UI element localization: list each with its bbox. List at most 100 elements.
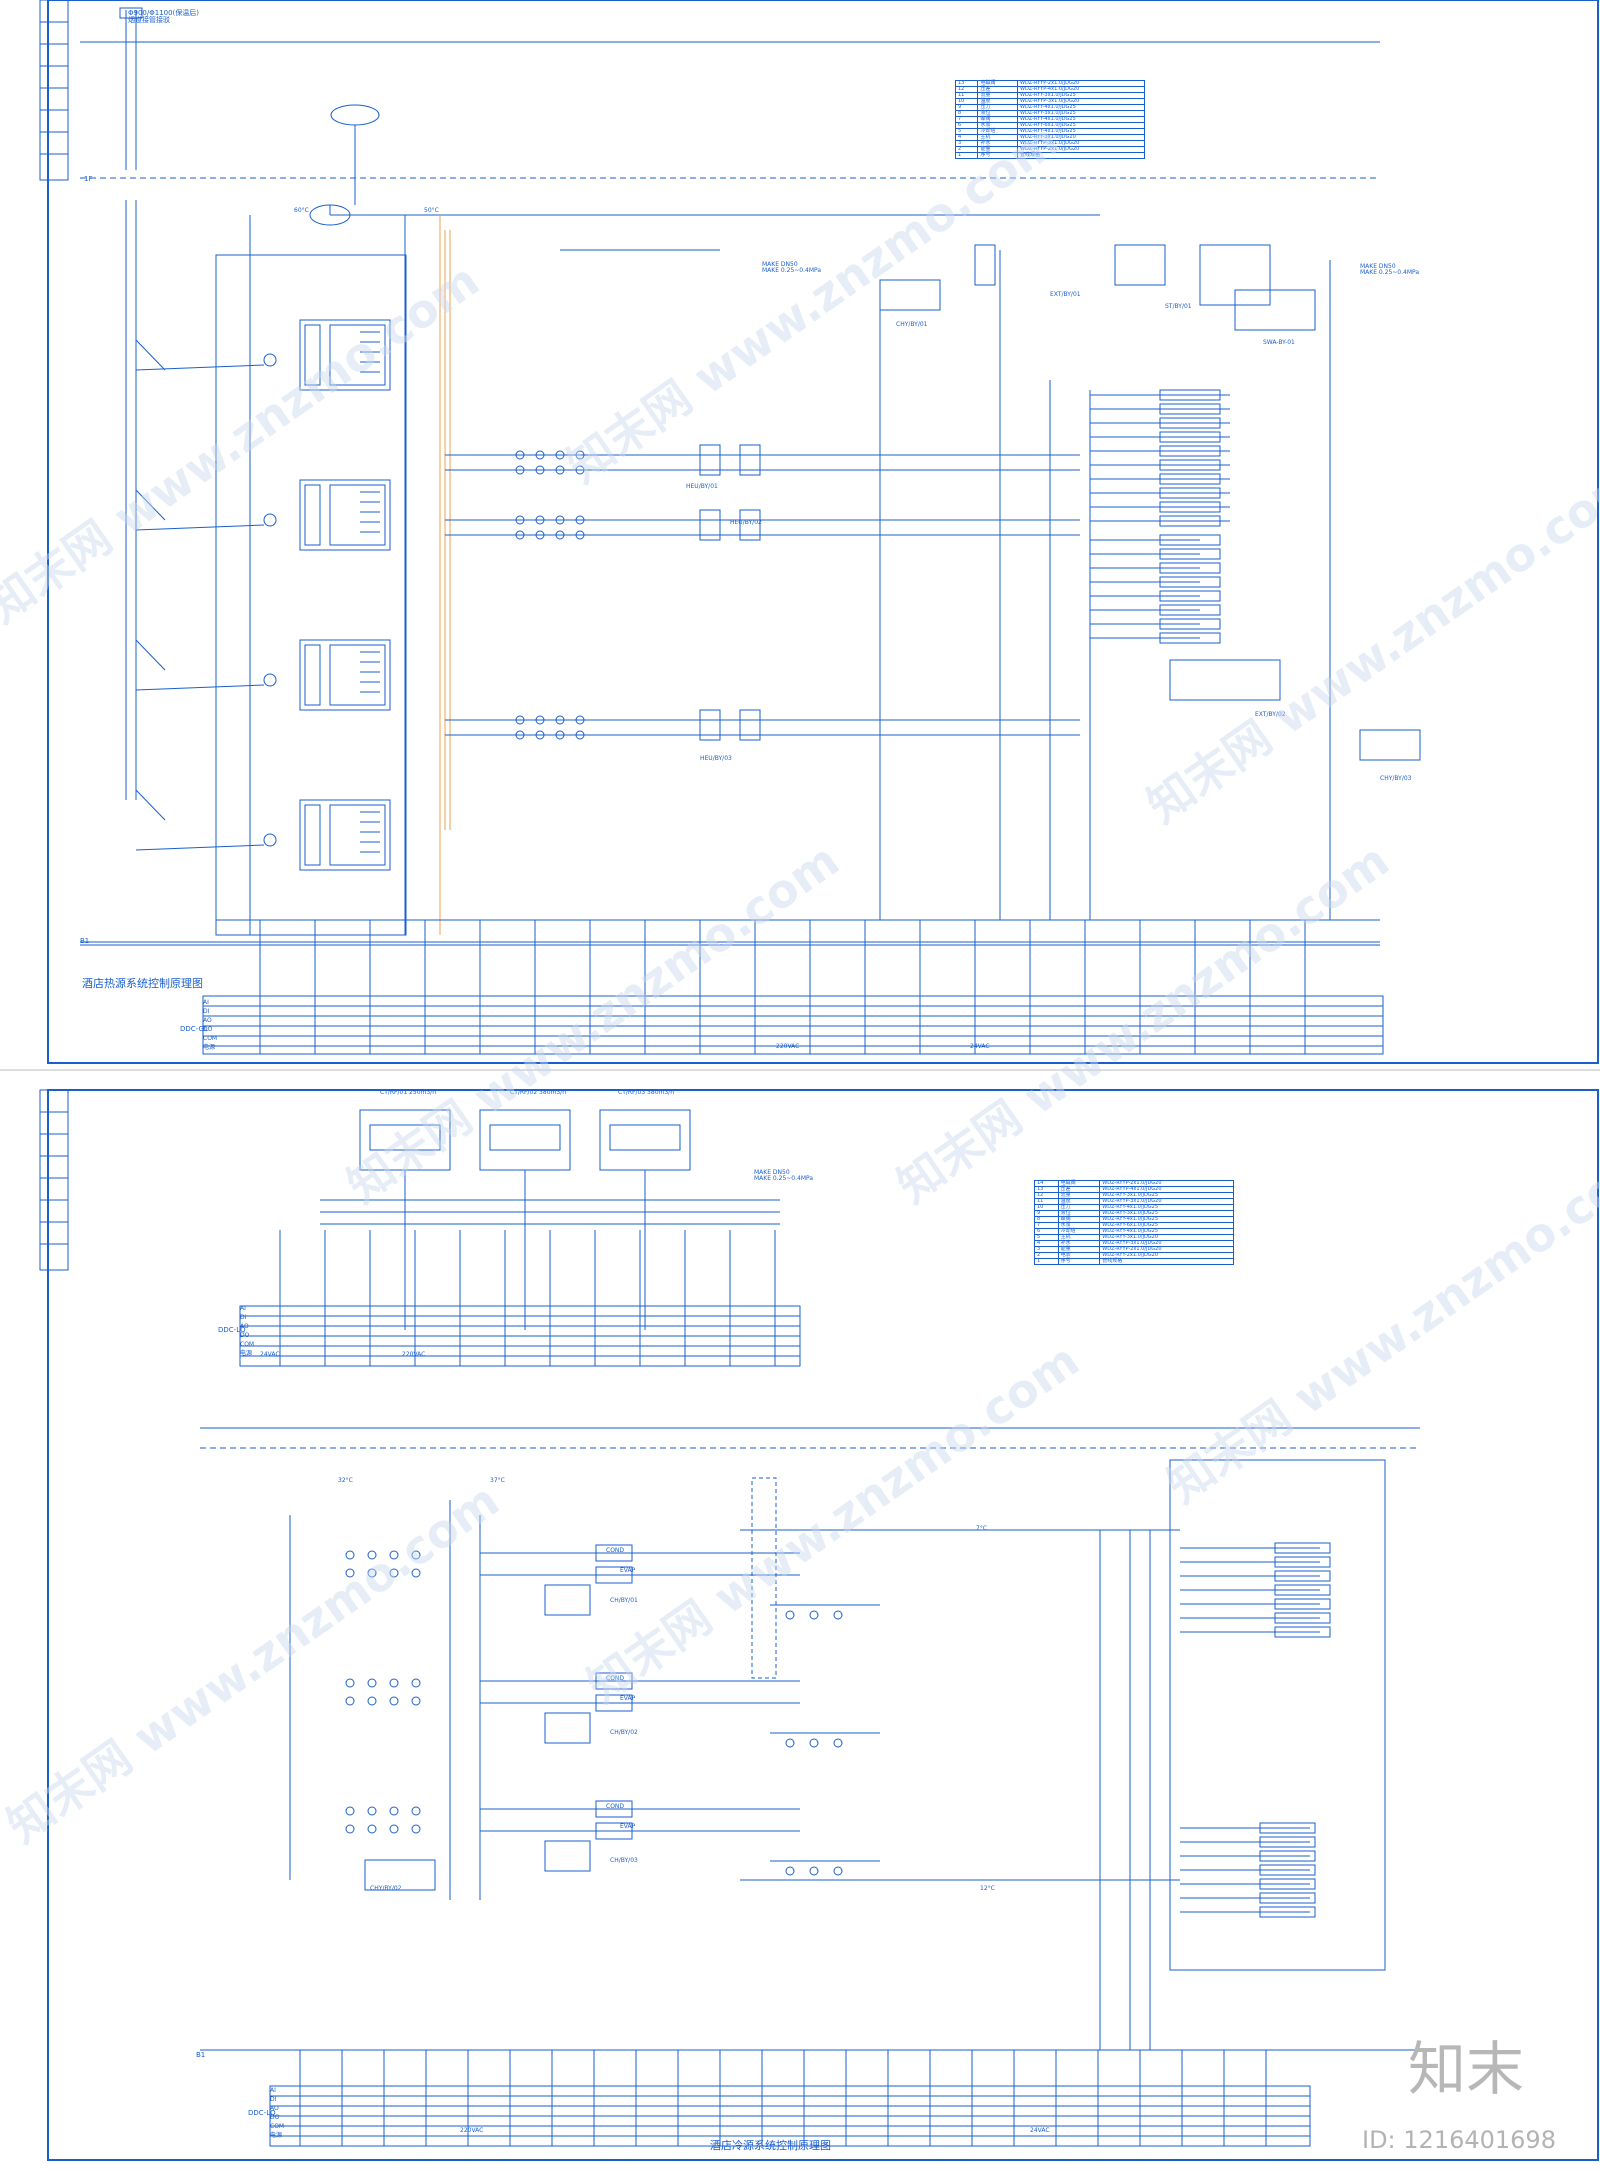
equipment-box: [544, 1712, 591, 1744]
io-row-label: 电源: [203, 1044, 216, 1051]
equipment-box: [1159, 389, 1221, 401]
io-row-label: COM: [203, 1035, 218, 1042]
io-row-label: DI: [240, 1314, 247, 1321]
pump-symbol: [809, 1738, 819, 1748]
top-diagram-title: 酒店热源系统控制原理图: [82, 977, 203, 990]
chiller-1-evap: EVAP: [620, 1567, 636, 1574]
pump-symbol: [411, 1806, 421, 1816]
temp-32: 32°C: [338, 1477, 353, 1484]
pump-symbol: [345, 1824, 355, 1834]
io-row-label: AO: [240, 1323, 249, 1330]
io-row-label: DO: [240, 1332, 250, 1339]
equipment-box: [739, 709, 761, 741]
floor-mark-b1-cold: B1: [196, 2051, 206, 2059]
pump-symbol: [367, 1678, 377, 1688]
pump-symbol: [809, 1866, 819, 1876]
equipment-box: [1259, 1878, 1316, 1890]
equipment-box: [544, 1584, 591, 1616]
ddc-hot-label: DDC-GL: [180, 1025, 208, 1033]
pump-symbol: [367, 1806, 377, 1816]
chiller-2-cond: COND: [606, 1675, 625, 1682]
equipment-box: [1359, 729, 1421, 761]
pump-symbol: [345, 1568, 355, 1578]
ct-2-tag: CT/RF/02 380m3/h: [510, 1089, 566, 1096]
image-id: ID: 1216401698: [1362, 2126, 1556, 2154]
equipment-box: [304, 324, 321, 386]
ddc-cold-label: DDC-LQ: [218, 1326, 246, 1334]
io-row-label: COM: [270, 2123, 285, 2130]
equipment-box: [1159, 459, 1221, 471]
ct-1-tag: CT/RF/01 250m3/h: [380, 1089, 436, 1096]
voltage-cold-2: 24VAC: [260, 1351, 280, 1358]
pump-symbol: [263, 673, 277, 687]
voltage-cold-4: 24VAC: [1030, 2127, 1050, 2134]
equipment-box: [1274, 1570, 1331, 1582]
bottom-diagram-title: 酒店冷源系统控制原理图: [710, 2139, 831, 2152]
pump-symbol: [411, 1696, 421, 1706]
chiller-3-tag: CH/BY/03: [610, 1857, 638, 1864]
equipment-box: [1159, 576, 1221, 588]
voltage-cold-1: 220VAC: [402, 1351, 426, 1358]
equipment-box: [1274, 1598, 1331, 1610]
pump-symbol: [263, 513, 277, 527]
equipment-box: [202, 995, 1384, 1055]
pump-symbol: [785, 1610, 795, 1620]
pump-symbol: [833, 1866, 843, 1876]
pipe-line: [135, 844, 265, 851]
io-row-label: 电源: [240, 1350, 253, 1357]
io-row-label: 电源: [270, 2132, 283, 2139]
equipment-box: [1259, 1864, 1316, 1876]
equipment-box: [304, 644, 321, 706]
io-row-label: AO: [270, 2105, 279, 2112]
equipment-box: [544, 1840, 591, 1872]
pump-symbol: [345, 1696, 355, 1706]
equipment-box: [329, 324, 386, 386]
pressure-note-cold: MAKE DN50 MAKE 0.25~0.4MPa: [754, 1169, 814, 1182]
ct-3-tag: CT/RF/03 380m3/h: [618, 1089, 674, 1096]
equipment-box: [1274, 1626, 1331, 1638]
header-vessel: [330, 104, 380, 126]
equipment-box: [47, 0, 1599, 1064]
equipment-box: [1159, 417, 1221, 429]
chimney-label: Φ900/Φ1100(保温后) 烟道接管接驳: [128, 9, 200, 24]
pump-symbol: [345, 1550, 355, 1560]
io-row-label: AI: [240, 1305, 246, 1312]
equipment-box: [1259, 1822, 1316, 1834]
equipment-box: [1159, 501, 1221, 513]
pump-symbol: [785, 1738, 795, 1748]
pressure-note-hot: MAKE DN50 MAKE 0.25~0.4MPa: [1360, 263, 1420, 276]
equipment-box: [1159, 431, 1221, 443]
expansion2-tag: EXT/BY/02: [1255, 711, 1286, 718]
expansion-tag: EXT/BY/01: [1050, 291, 1081, 298]
hx-heat3-tag: HEU/BY/03: [700, 755, 732, 762]
voltage-cold-3: 220VAC: [460, 2127, 484, 2134]
pipe-line: [135, 524, 265, 531]
equipment-box: [299, 639, 391, 711]
equipment-box: [1159, 618, 1221, 630]
equipment-box: [609, 1124, 681, 1151]
brand-logo: 知末: [1408, 2035, 1525, 2103]
equipment-box: [329, 484, 386, 546]
pipe-line: [135, 489, 166, 521]
equipment-box: [1159, 515, 1221, 527]
equipment-box: [1259, 1836, 1316, 1848]
equipment-box: [739, 509, 761, 541]
equipment-box: [1159, 632, 1221, 644]
equipment-box: [1234, 289, 1316, 331]
equipment-box: [1159, 487, 1221, 499]
water-meter-tag: CHY/BY/03: [1380, 775, 1412, 782]
pump-symbol: [389, 1696, 399, 1706]
pump-symbol: [411, 1678, 421, 1688]
io-row-label: AO: [203, 1017, 212, 1024]
temp-37: 37°C: [490, 1477, 505, 1484]
equipment-box: [1169, 1459, 1386, 1971]
equipment-box: [1274, 1584, 1331, 1596]
temp-7: 7°C: [976, 1525, 988, 1532]
pressure-note-hot2: MAKE DN50 MAKE 0.25~0.4MPa: [762, 261, 822, 274]
equipment-box: [1169, 659, 1281, 701]
equipment-box: [215, 254, 407, 936]
pump-symbol: [389, 1568, 399, 1578]
